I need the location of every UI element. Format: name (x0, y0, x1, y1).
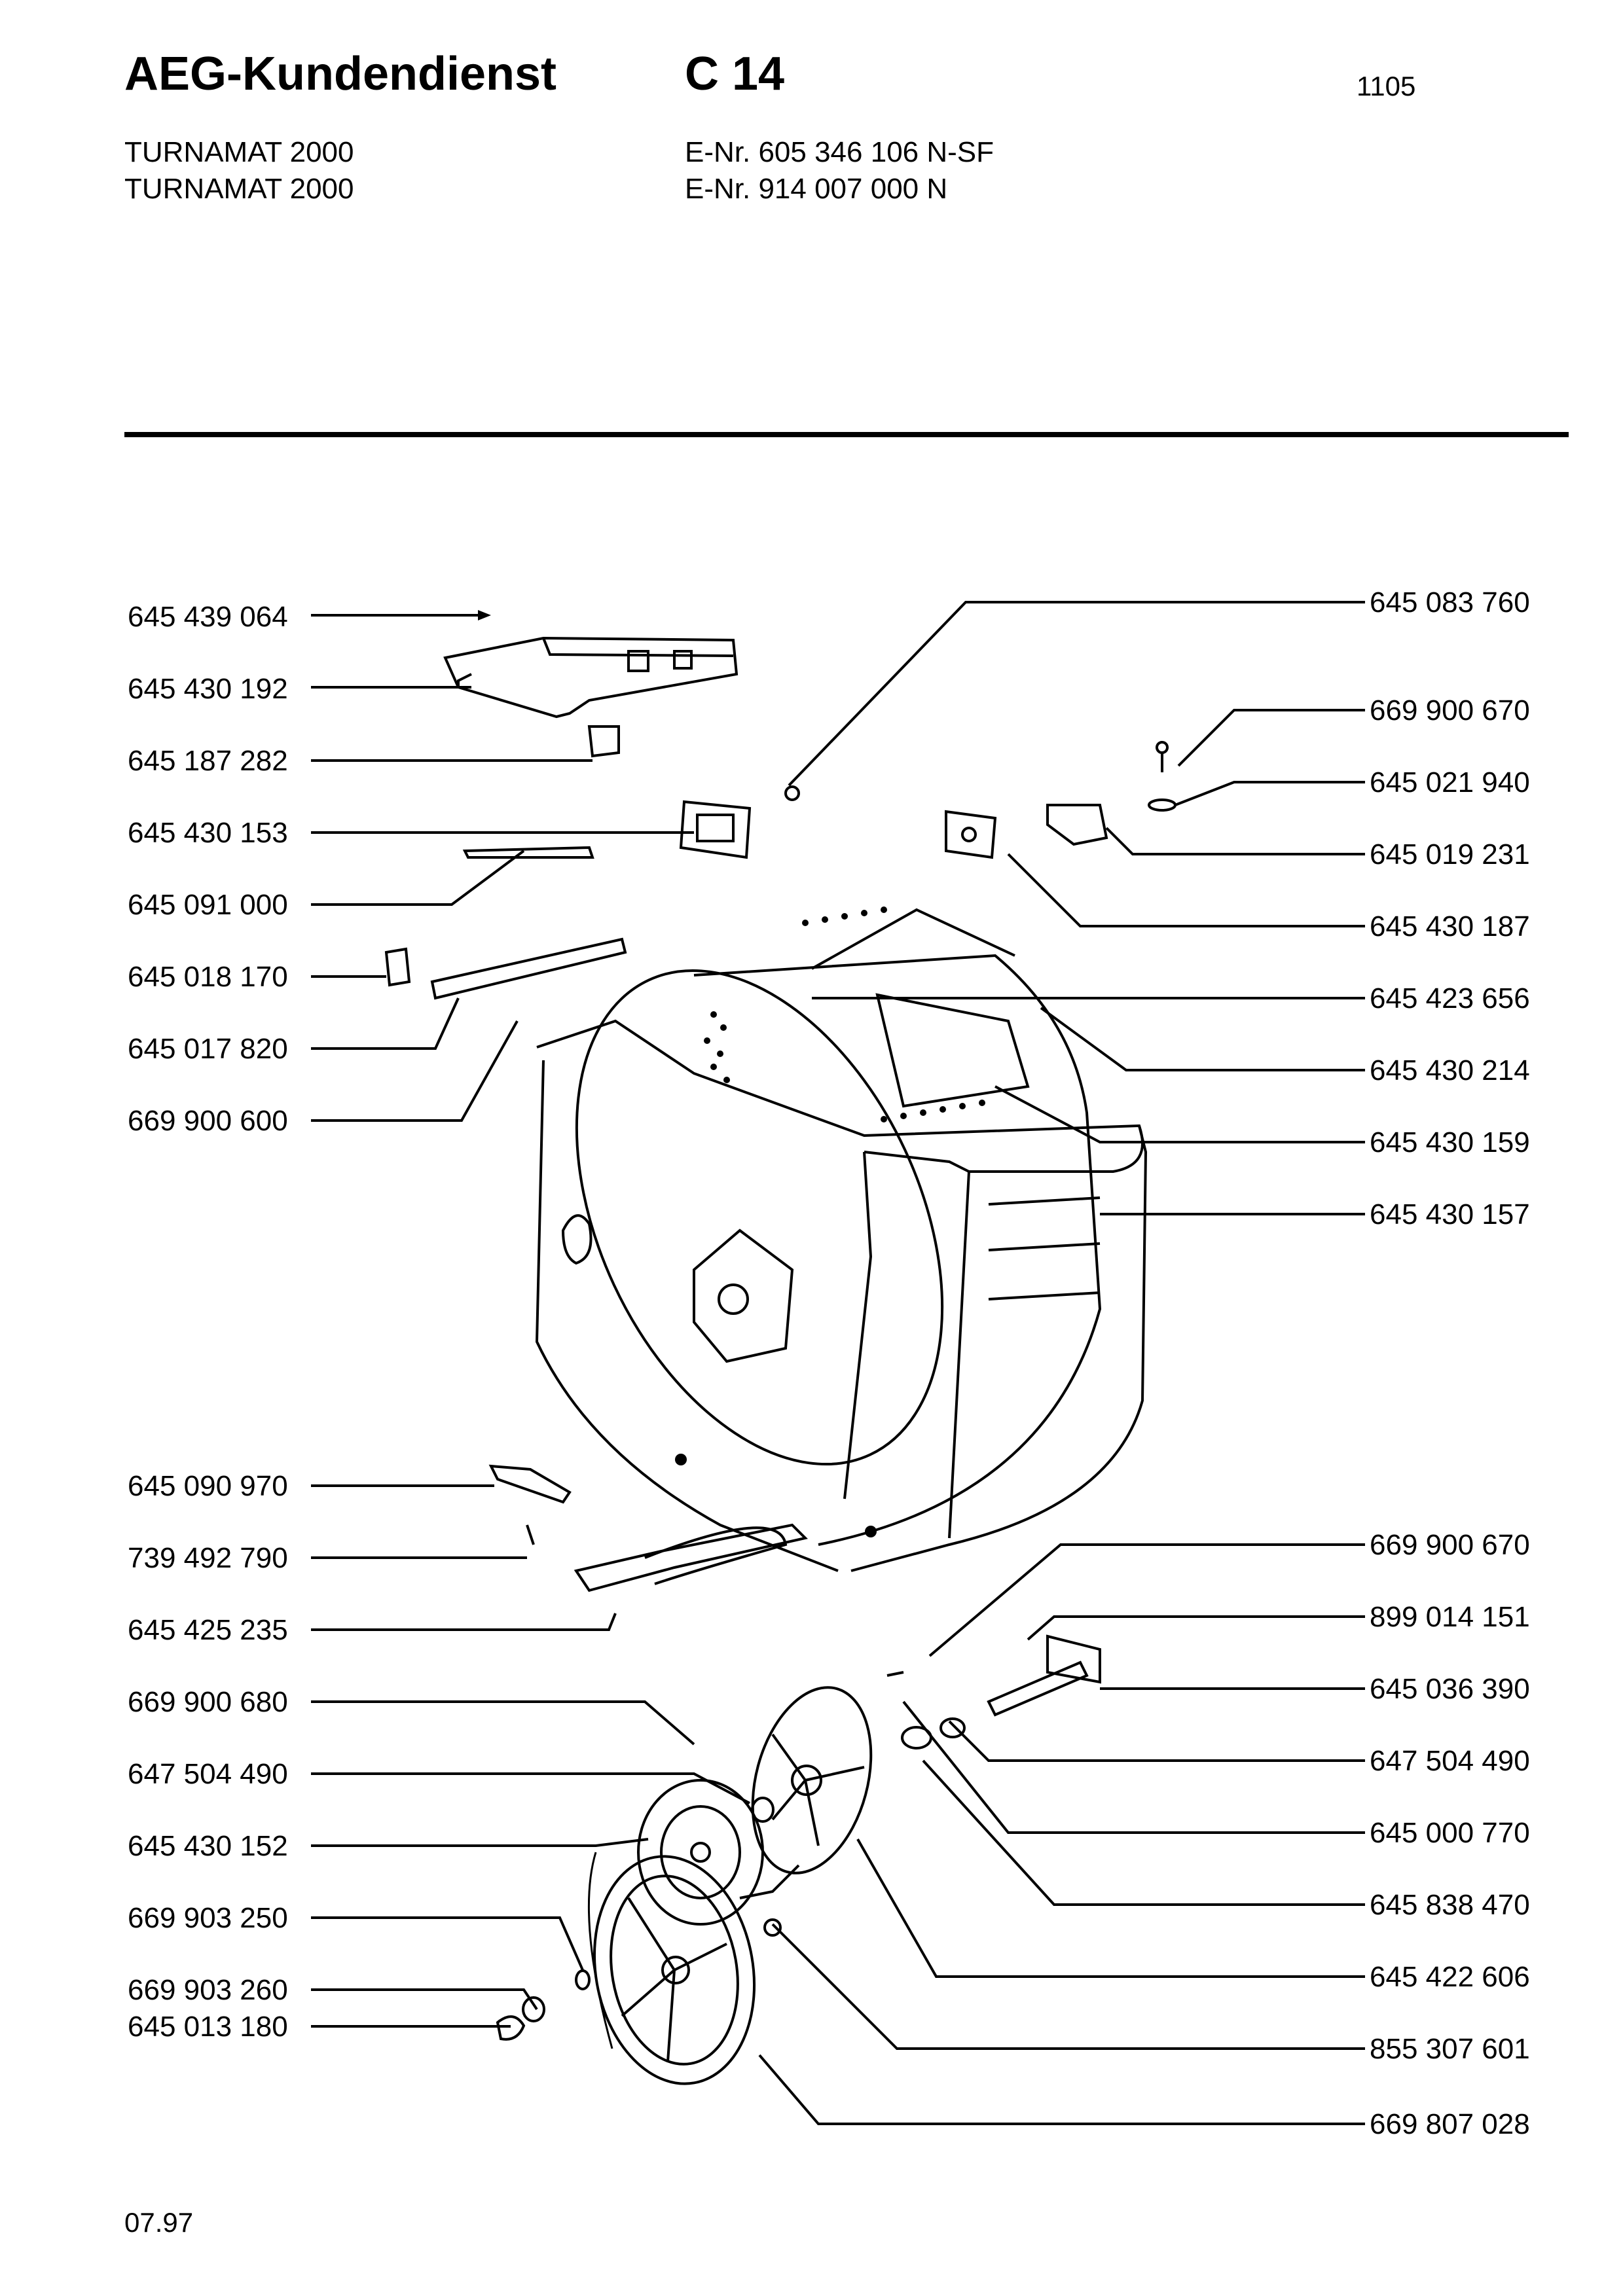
rail-part (384, 937, 627, 1000)
part-number-left-9: 645 090 970 (128, 1470, 288, 1502)
part-number-right-18: 669 807 028 (1370, 2108, 1530, 2140)
leader-lines-left (311, 610, 750, 2028)
part-number-left-11: 645 425 235 (128, 1614, 288, 1646)
part-number-right-11: 899 014 151 (1370, 1601, 1530, 1633)
washer-nut-parts (496, 1797, 782, 2041)
part-number-left-14: 645 430 152 (128, 1830, 288, 1862)
part-number-right-3: 645 021 940 (1370, 766, 1530, 798)
part-number-right-2: 669 900 670 (1370, 694, 1530, 726)
part-number-left-7: 645 017 820 (128, 1033, 288, 1065)
model-enr-1: E-Nr. 605 346 106 N-SF (685, 136, 994, 168)
part-number-left-6: 645 018 170 (128, 961, 288, 993)
part-number-right-1: 645 083 760 (1370, 586, 1530, 619)
panel-part (443, 636, 739, 719)
shaft-seal-parts (886, 1634, 1101, 1749)
part-number-left-1: 645 439 064 (128, 601, 288, 633)
drive-pulley-part (593, 1855, 756, 2085)
header-divider (124, 432, 1569, 437)
header-code: C 14 (685, 48, 785, 100)
part-number-left-16: 669 903 260 (128, 1974, 288, 2006)
part-number-right-17: 855 307 601 (1370, 2033, 1530, 2065)
model-enr-2: E-Nr. 914 007 000 N (685, 173, 948, 205)
part-number-right-9: 645 430 157 (1370, 1198, 1530, 1230)
part-number-left-5: 645 091 000 (128, 889, 288, 921)
part-number-right-15: 645 838 470 (1370, 1889, 1530, 1921)
part-number-right-4: 645 019 231 (1370, 838, 1530, 870)
part-number-left-3: 645 187 282 (128, 745, 288, 777)
model-name-1: TURNAMAT 2000 (124, 136, 354, 168)
part-number-right-14: 645 000 770 (1370, 1817, 1530, 1849)
spring-strip-part (462, 846, 594, 859)
model-name-2: TURNAMAT 2000 (124, 173, 354, 205)
part-number-left-13: 647 504 490 (128, 1758, 288, 1790)
footer-date: 07.97 (124, 2207, 194, 2238)
part-number-right-5: 645 430 187 (1370, 910, 1530, 942)
part-number-left-4: 645 430 153 (128, 817, 288, 849)
part-number-right-7: 645 430 214 (1370, 1054, 1530, 1086)
part-number-right-16: 645 422 606 (1370, 1961, 1530, 1993)
perforations (675, 906, 985, 1537)
bearing-cross-part (739, 1686, 873, 1899)
bracket-part (679, 800, 752, 859)
page-number: 1105 (1357, 71, 1416, 101)
part-number-right-8: 645 430 159 (1370, 1126, 1530, 1158)
fixture-parts (784, 741, 1176, 859)
part-number-right-13: 647 504 490 (1370, 1745, 1530, 1777)
tub-part (535, 1019, 1148, 1572)
part-number-left-15: 669 903 250 (128, 1902, 288, 1934)
part-number-left-10: 739 492 790 (128, 1542, 288, 1574)
part-number-left-2: 645 430 192 (128, 673, 288, 705)
gear-pulley-part (637, 1779, 764, 1926)
part-number-left-12: 669 900 680 (128, 1686, 288, 1718)
clip-part (587, 725, 620, 758)
header-title: AEG-Kundendienst (124, 48, 556, 100)
drum-part (575, 908, 1102, 1546)
part-number-left-8: 669 900 600 (128, 1105, 288, 1137)
part-number-left-17: 645 013 180 (128, 2011, 288, 2043)
belt-part (587, 1852, 613, 2049)
leader-lines-right (758, 601, 1365, 2125)
heater-part (488, 1464, 808, 1592)
part-number-right-12: 645 036 390 (1370, 1673, 1530, 1705)
part-number-right-10: 669 900 670 (1370, 1529, 1530, 1561)
part-number-right-6: 645 423 656 (1370, 982, 1530, 1014)
